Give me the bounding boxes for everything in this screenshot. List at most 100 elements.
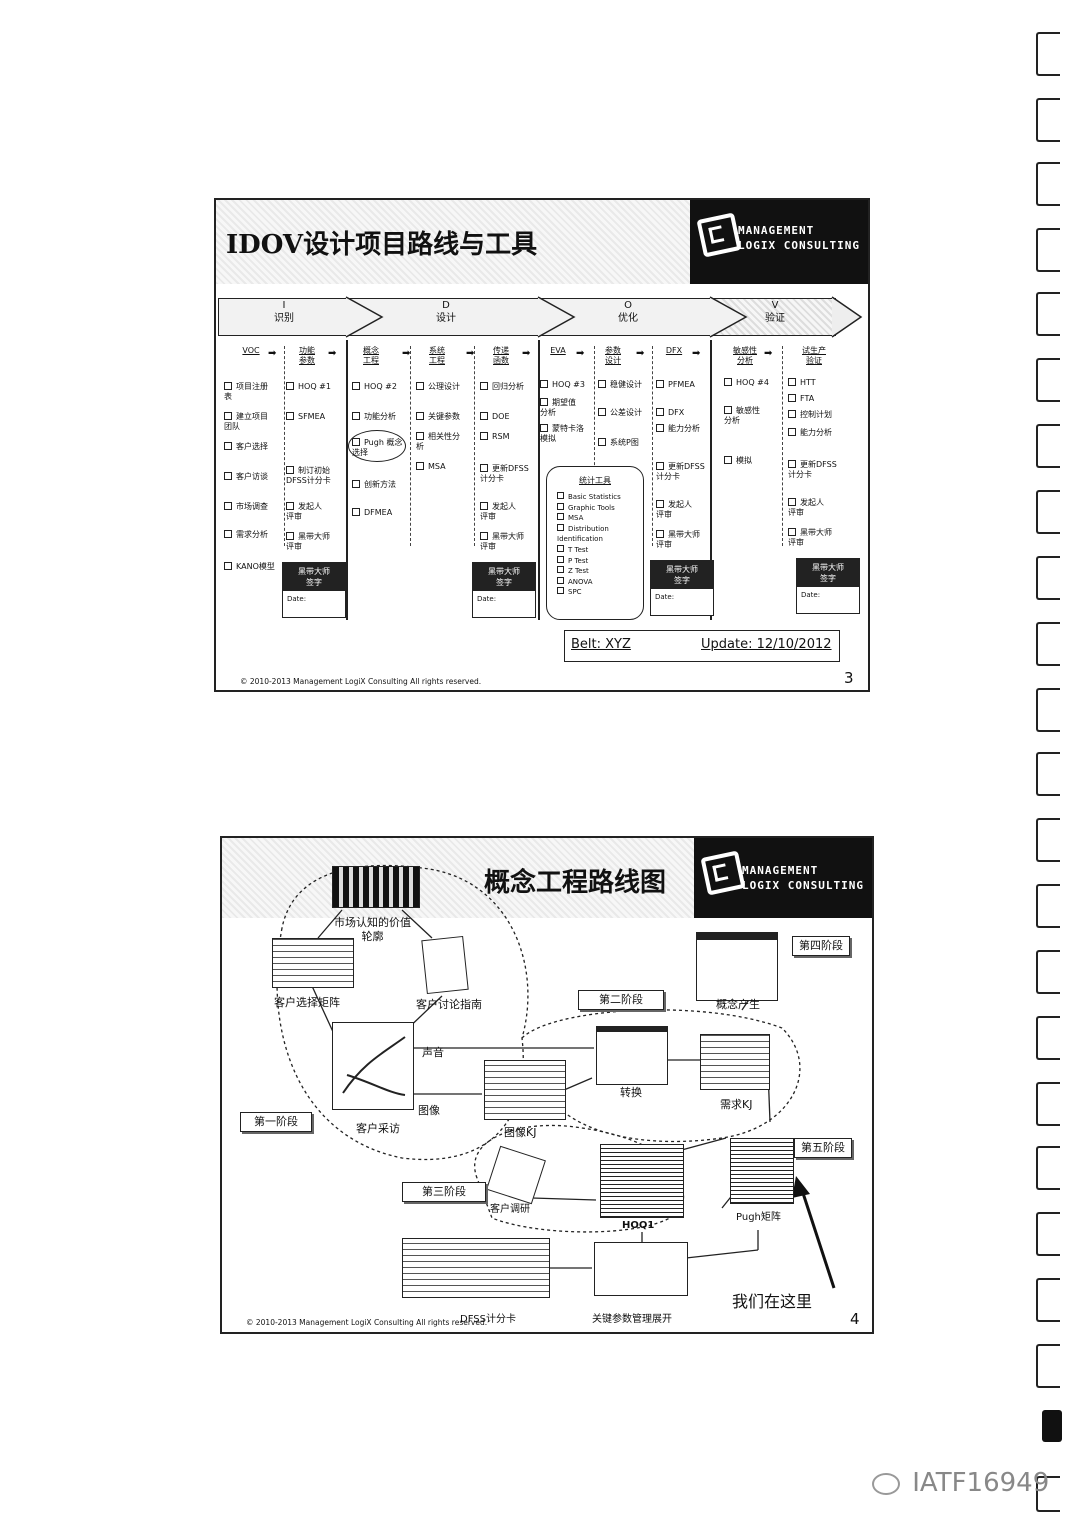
signoff-label: 黑带大师 签字 xyxy=(473,563,535,591)
checklist-item: 期望值 分析 xyxy=(540,398,576,418)
col-header-dfx: DFX xyxy=(664,346,684,356)
arrow-icon: ➡ xyxy=(402,348,410,359)
watermark-text: IATF16949 xyxy=(912,1468,1049,1498)
pugh-matrix-thumbnail xyxy=(730,1138,794,1204)
arrow-icon: ➡ xyxy=(328,348,336,359)
checklist-item: HOQ #4 xyxy=(724,378,769,388)
page-number: 3 xyxy=(844,669,854,687)
checklist-item: 制订初始 DFSS计分卡 xyxy=(286,466,331,486)
binder-ring xyxy=(1036,98,1060,142)
binder-ring xyxy=(1036,818,1060,862)
binder-ring xyxy=(1036,292,1060,336)
stat-tool-item: T Test xyxy=(547,545,643,556)
concept-gen-label: 概念产生 xyxy=(716,996,760,1012)
belt-update-box: Belt: XYZ Update: 12/10/2012 xyxy=(564,630,840,662)
page-number: 4 xyxy=(850,1310,860,1328)
column-divider xyxy=(652,346,653,546)
logo-line2: LOGIX CONSULTING xyxy=(738,239,860,252)
binder-ring xyxy=(1036,1146,1060,1190)
checklist-item: 市场调查 xyxy=(224,502,268,512)
checklist-item: 创新方法 xyxy=(352,480,396,490)
checklist-item: 回归分析 xyxy=(480,382,524,392)
image-kj-label: 图像KJ xyxy=(504,1124,536,1140)
stat-tool-item: SPC xyxy=(547,587,643,598)
checklist-item: 关键参数 xyxy=(416,412,460,422)
checklist-item: 更新DFSS 计分卡 xyxy=(788,460,837,480)
voice-label: 声音 xyxy=(422,1044,444,1060)
customer-visit-thumbnail xyxy=(332,1022,414,1110)
binder-ring xyxy=(1036,556,1060,600)
checklist-item: DFMEA xyxy=(352,508,392,518)
slide-idov-roadmap: IDOV设计项目路线与工具 MANAGEMENT LOGIX CONSULTIN… xyxy=(214,198,870,692)
stat-tool-item: Graphic Tools xyxy=(547,503,643,514)
slide-title: IDOV设计项目路线与工具 xyxy=(226,224,537,261)
binder-ring xyxy=(1036,688,1060,732)
customer-research-label: 客户调研 xyxy=(490,1200,530,1215)
binder-ring xyxy=(1036,1016,1060,1060)
binder-ring xyxy=(1036,228,1060,272)
checklist-item: 控制计划 xyxy=(788,410,832,420)
phase-separator xyxy=(346,340,348,620)
signoff-box: 黑带大师 签字 Date: xyxy=(796,558,860,614)
belt-label: Belt: XYZ xyxy=(571,637,631,652)
slide-concept-roadmap: 概念工程路线图 MANAGEMENT LOGIX CONSULTING xyxy=(220,836,874,1334)
checklist-item: 能力分析 xyxy=(656,424,700,434)
update-label: Update: 12/10/2012 xyxy=(701,637,832,652)
stat-tool-item: Basic Statistics xyxy=(547,492,643,503)
slide-footer: © 2010-2013 Management LogiX Consulting … xyxy=(246,1318,487,1327)
checklist-item: HOQ #2 xyxy=(352,382,397,392)
binder-ring xyxy=(1036,622,1060,666)
stat-tool-item: ANOVA xyxy=(547,577,643,588)
customer-matrix-label: 客户选择矩阵 xyxy=(274,994,340,1010)
key-param-label: 关键参数管理展开 xyxy=(592,1310,672,1325)
checklist-item: SFMEA xyxy=(286,412,325,422)
checklist-item: 稳健设计 xyxy=(598,380,642,390)
checklist-item: KANO模型 xyxy=(224,562,275,572)
binder-ring xyxy=(1036,752,1060,796)
arrow-icon: ➡ xyxy=(692,348,700,359)
checklist-item: 蒙特卡洛 模拟 xyxy=(540,424,584,444)
col-header-param: 参数 设计 xyxy=(598,346,628,366)
stage-5-box: 第五阶段 xyxy=(794,1138,852,1158)
stage-1-box: 第一阶段 xyxy=(240,1112,312,1132)
checklist-item: 需求分析 xyxy=(224,530,268,540)
image-label: 图像 xyxy=(418,1102,440,1118)
checklist-item: MSA xyxy=(416,462,446,472)
checklist-item: 更新DFSS 计分卡 xyxy=(656,462,705,482)
checklist-item: 客户选择 xyxy=(224,442,268,452)
checklist-item: Pugh 概念 选择 xyxy=(352,438,402,458)
checklist-item: 公理设计 xyxy=(416,382,460,392)
binder-ring xyxy=(1036,950,1060,994)
signoff-date: Date: xyxy=(283,591,345,611)
col-header-pilot: 试生产 验证 xyxy=(794,346,834,366)
signoff-date: Date: xyxy=(797,587,859,607)
binder-ring xyxy=(1036,162,1060,206)
dfss-card-thumbnail xyxy=(402,1238,550,1298)
discussion-guide-thumbnail xyxy=(421,936,468,994)
slide-footer: © 2010-2013 Management LogiX Consulting … xyxy=(240,677,481,686)
needs-kj-thumbnail xyxy=(700,1034,770,1090)
image-kj-thumbnail xyxy=(484,1060,566,1120)
pugh-matrix-label: Pugh矩阵 xyxy=(736,1208,781,1223)
checklist-item: HOQ #1 xyxy=(286,382,331,392)
convert-thumbnail xyxy=(596,1026,668,1085)
logo-icon xyxy=(696,212,741,257)
stage-2-box: 第二阶段 xyxy=(578,990,664,1010)
checklist-item: 黑带大师 评审 xyxy=(788,528,832,548)
hoq1-thumbnail xyxy=(600,1144,684,1218)
needs-kj-label: 需求KJ xyxy=(720,1096,752,1112)
stat-tool-item: Z Test xyxy=(547,566,643,577)
binder-ring xyxy=(1036,1278,1060,1322)
wechat-watermark: IATF16949 xyxy=(872,1468,1049,1498)
stat-tool-item: Distribution Identification xyxy=(547,524,643,545)
column-divider xyxy=(782,346,783,546)
we-are-here-label: 我们在这里 xyxy=(732,1288,812,1312)
signoff-date: Date: xyxy=(651,589,713,609)
col-header-eva: EVA xyxy=(546,346,570,356)
checklist-item: 项目注册 表 xyxy=(224,382,268,402)
curve-chart-icon xyxy=(333,1023,413,1109)
col-header-sensitivity: 敏感性 分析 xyxy=(728,346,762,366)
checklist-item: 黑带大师 评审 xyxy=(656,530,700,550)
checklist-item: 系统P图 xyxy=(598,438,639,448)
binder-ring xyxy=(1036,358,1060,402)
